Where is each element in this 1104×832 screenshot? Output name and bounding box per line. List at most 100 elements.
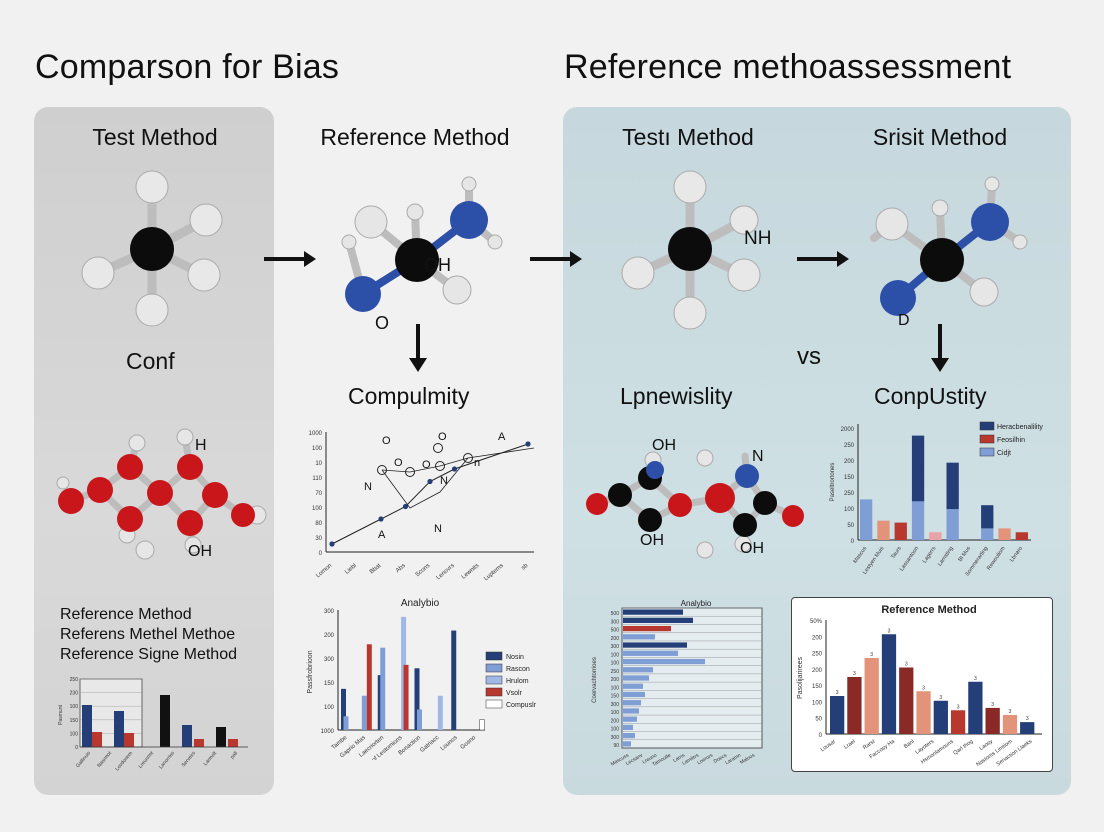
x-tick-label: Lewnits — [461, 563, 480, 581]
bar — [946, 462, 959, 510]
y-tick-label: 100 — [611, 661, 620, 667]
y-tick-label: 80 — [315, 521, 322, 527]
bar — [623, 724, 633, 731]
right-title: Reference methoassessment — [564, 48, 1012, 86]
bar — [877, 520, 890, 540]
y-tick-label: 90 — [613, 743, 619, 749]
bar — [182, 725, 192, 747]
bar — [998, 528, 1011, 540]
x-tick-label: Nasrmot — [96, 750, 113, 769]
y-tick-label: 500 — [611, 611, 620, 617]
bar — [623, 683, 643, 689]
bar — [929, 532, 942, 540]
left-title: Comparson for Bias — [35, 48, 340, 86]
y-tick-label: 200 — [611, 636, 620, 642]
y-tick-label: 2000 — [841, 427, 855, 433]
bar — [1002, 715, 1018, 734]
bar — [623, 609, 683, 615]
ring1-label-oh: OH — [188, 543, 212, 560]
bar — [847, 677, 862, 734]
annotation-label: n — [474, 457, 480, 469]
bar — [623, 700, 641, 706]
legend-label: Cidjt — [997, 450, 1011, 457]
molecule-methane-2 — [621, 170, 761, 330]
y-tick-label: 500 — [611, 628, 620, 634]
data-point — [427, 478, 433, 485]
bar — [933, 700, 948, 734]
annotation-node — [463, 453, 473, 463]
data-label: 3 — [905, 662, 908, 668]
reference-method-chart-card — [791, 597, 1053, 772]
bar — [623, 617, 693, 623]
bar — [380, 647, 386, 730]
chart-title: Analybio — [681, 599, 712, 608]
y-tick-label: 230 — [70, 691, 79, 697]
data-label: 3 — [870, 652, 873, 658]
x-tick-label: Lreunrmt — [138, 750, 156, 770]
bar — [864, 658, 879, 734]
bar — [361, 695, 367, 730]
x-tick-label: Lomon — [315, 563, 333, 579]
ring1-label-h: H — [195, 437, 207, 454]
y-tick-label: 300 — [611, 644, 620, 650]
bar — [366, 644, 372, 730]
x-tick-label: Gosno — [460, 735, 478, 751]
x-tick-label: Laosy — [979, 739, 995, 752]
x-tick-label: Maloos — [739, 752, 756, 766]
y-tick-label: 200 — [324, 633, 335, 639]
bar — [946, 509, 959, 540]
y-axis-label: Coervachtorrioes — [592, 657, 598, 703]
legend-swatch — [979, 434, 995, 444]
bar — [968, 681, 983, 734]
y-tick-label: 50 — [815, 717, 822, 723]
x-tick-label: sb — [521, 563, 530, 572]
bar — [228, 739, 238, 747]
vs-label: vs — [797, 343, 821, 370]
annotation-label: N — [434, 523, 442, 535]
legend-label: Compuslr — [506, 702, 537, 709]
bar — [479, 719, 485, 731]
data-label: 3 — [974, 676, 977, 682]
data-label: 3 — [853, 671, 856, 677]
x-tick-label: Gallinuis — [75, 750, 92, 769]
x-tick-label: Taurs — [890, 546, 903, 561]
annotation-label: A — [378, 529, 386, 541]
legend-swatch — [979, 447, 995, 457]
bar — [160, 695, 170, 747]
y-tick-label: 110 — [312, 476, 322, 482]
ring2-label-oh-top: OH — [652, 437, 676, 454]
molecule-ring-2 — [586, 449, 804, 559]
y-axis-label: Pasolijarirees — [797, 656, 804, 699]
x-tick-label: Lanorries — [158, 750, 176, 770]
y-tick-label: 100 — [812, 700, 823, 706]
data-point — [378, 516, 384, 522]
data-label: 3 — [922, 685, 925, 691]
ring2-label-n: N — [752, 448, 764, 465]
annotation-label: O — [394, 457, 403, 469]
x-tick-label: Liebl — [344, 563, 358, 576]
reference-method-heading: Reference Method — [320, 124, 510, 150]
annotation-label: O — [422, 459, 431, 471]
y-tick-label: 300 — [324, 609, 335, 615]
chart-bar-analybio: Analybio Passfrobrioon 30020030015010010… — [307, 598, 537, 760]
x-tick-label: Banl — [903, 739, 915, 750]
x-tick-label: Mascus — [853, 546, 869, 565]
bar — [623, 667, 653, 673]
bar — [830, 696, 845, 734]
bar — [623, 716, 637, 722]
bar — [194, 739, 204, 747]
legend-swatch — [485, 687, 503, 697]
legend-label: Rascon — [506, 666, 530, 673]
x-tick-label: Rarst — [862, 738, 877, 751]
bar — [860, 499, 873, 540]
molecule-srisit — [870, 176, 1028, 316]
y-axis-label: Pasmunt — [58, 705, 64, 725]
bar — [623, 642, 687, 648]
y-tick-label: 300 — [611, 735, 620, 741]
x-tick-label: Senaction Llaeks — [996, 739, 1034, 768]
bar — [623, 634, 655, 640]
bar — [911, 435, 925, 502]
data-point — [525, 441, 531, 447]
data-label: 3 — [1009, 709, 1012, 715]
arrow-right-icon-2 — [530, 251, 582, 267]
